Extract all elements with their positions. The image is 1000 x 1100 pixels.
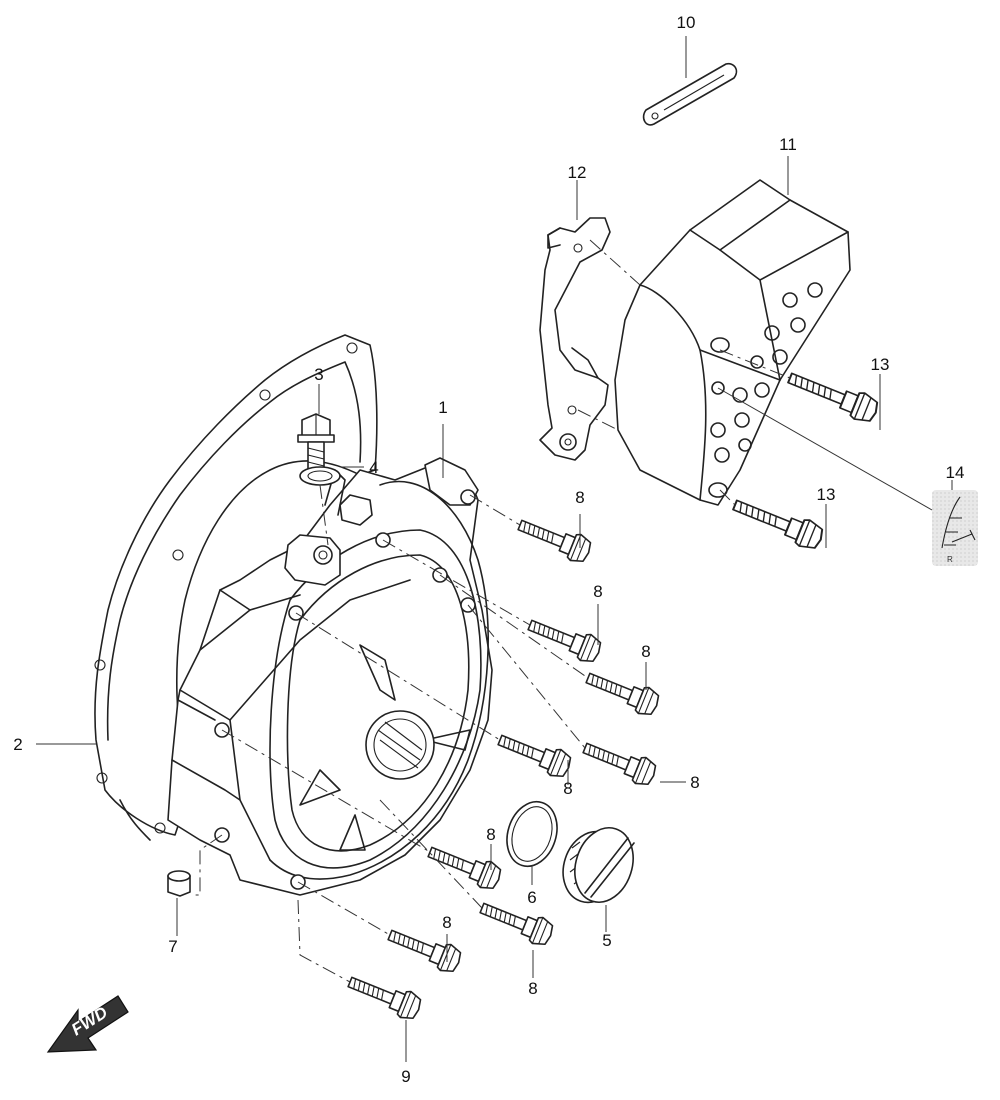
assembly-lines	[192, 239, 791, 983]
callout-8-c: 8	[641, 642, 650, 661]
callout-8-f: 8	[486, 825, 495, 844]
callout-13-a: 13	[871, 355, 890, 374]
callout-8-h: 8	[528, 979, 537, 998]
callout-4: 4	[369, 458, 378, 477]
callout-10: 10	[677, 13, 696, 32]
callout-9: 9	[401, 1067, 410, 1086]
heat-shield	[614, 179, 851, 506]
callout-13-b: 13	[817, 485, 836, 504]
callout-2: 2	[13, 735, 22, 754]
callout-labels: 1 2 3 4 5 6 7 8 8 8 8 8 8 8 8 9 10 11 12…	[13, 13, 964, 1086]
warning-label: R	[932, 490, 978, 566]
callout-11: 11	[779, 135, 797, 154]
label-strip	[642, 62, 738, 126]
o-ring	[506, 800, 558, 868]
fwd-direction-arrow: FWD	[46, 995, 129, 1053]
crankcase-cover	[167, 457, 493, 896]
callout-5: 5	[602, 931, 611, 950]
callout-8-d: 8	[690, 773, 699, 792]
plug-cap	[562, 827, 635, 904]
svg-text:R: R	[947, 555, 953, 564]
callout-8-b: 8	[593, 582, 602, 601]
bolt-9	[343, 968, 425, 1024]
sealing-washer	[299, 466, 341, 486]
drain-bolt	[297, 413, 335, 476]
leader-lines	[36, 36, 953, 1062]
callout-12: 12	[568, 163, 587, 182]
callout-1: 1	[438, 398, 447, 417]
callout-8-a: 8	[575, 488, 584, 507]
callout-14: 14	[946, 463, 965, 482]
callout-7: 7	[168, 937, 177, 956]
callout-8-e: 8	[563, 779, 572, 798]
callout-3: 3	[314, 365, 323, 384]
callout-6: 6	[527, 888, 536, 907]
heat-shield-bracket	[539, 217, 611, 461]
callout-8-g: 8	[442, 913, 451, 932]
dowel-pin	[167, 870, 191, 897]
